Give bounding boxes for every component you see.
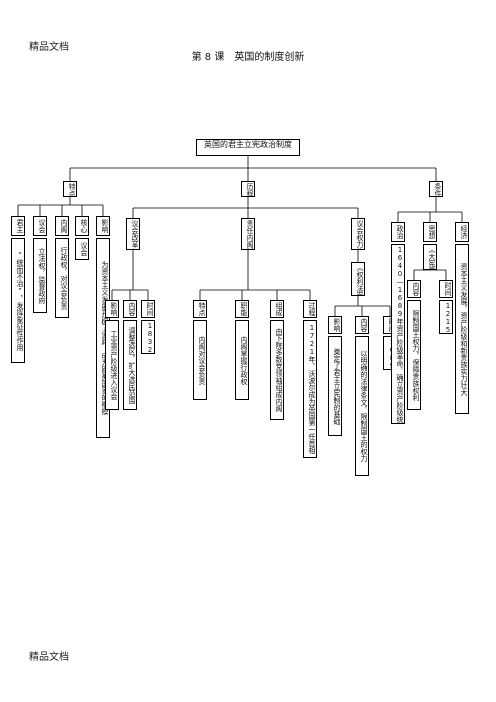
neige-zhineng: 职能 [235, 300, 249, 318]
tedian-neige-note: 行政权，对议会负责 [55, 238, 69, 318]
neige-tedian: 特点 [193, 300, 207, 318]
lishi-yihui: 议会权力的确立 [351, 218, 365, 250]
quanli-effect-v: 奠定了君主立宪制的基础 [328, 336, 342, 436]
tedian-junzhu-note: “统而不治”，发挥象征性作用 [11, 238, 25, 363]
lishi-yigai: 议会改革与选举 [126, 218, 140, 250]
neige-guocheng: 过程 [303, 300, 317, 318]
neige-zucheng: 组成 [270, 300, 284, 318]
gaige-effect-v: 工业资产阶级进入议会 [105, 320, 119, 410]
dxz-node: 《大宪章》 [423, 244, 437, 270]
neige-tedian-v: 内阁对议会负责 [193, 320, 207, 400]
gaige-time-v: 1832年 [141, 320, 155, 354]
watermark-bottom: 精品文档 [29, 652, 69, 663]
tiaojian-zhengzhi-v: 1640—1689年资产阶级革命，确立资产阶级统治 [391, 244, 405, 424]
quanli-fa-an: 《权利法案》 [351, 262, 365, 296]
tiaojian-sixiang: 思想 [423, 222, 437, 242]
tiaojian-jingji: 经济 [455, 222, 469, 242]
gaige-time: 时间 [141, 300, 155, 318]
tedian-hexin: 核心 [75, 216, 89, 236]
tiaojian-zhengzhi: 政治 [391, 222, 405, 242]
page-title: 第 8 课 英国的制度创新 [191, 52, 305, 63]
tedian-yihui: 议会 [33, 216, 47, 236]
lishi-neige: 责任内阁制的形成 [241, 218, 255, 250]
tedian-junzhu: 君主 [11, 216, 25, 236]
quanli-effect: 影响 [328, 316, 342, 334]
dxz-content: 内容 [407, 280, 421, 298]
root-node: 英国的君主立宪政治制度 [196, 139, 300, 156]
tedian-yihui-note: 立法权，监督政府 [33, 238, 47, 313]
quanli-content: 内容 [355, 316, 369, 334]
tedian-hexin-note: 议会 [75, 238, 89, 260]
branch-tedian: 特点 [63, 181, 77, 197]
neige-guocheng-v: 1721年，沃波尔成为英国第一任首相 [303, 320, 317, 458]
neige-zucheng-v: 由下院多数党领袖组成内阁 [270, 320, 284, 420]
dxz-content-v: 限制国王权力，保障贵族权利 [407, 300, 421, 410]
tedian-yingxiang: 影响 [96, 216, 110, 236]
branch-tiaojian: 条件 [429, 181, 443, 197]
branch-lishi: 历程 [241, 181, 255, 197]
dxz-time-v: 1215年 [439, 300, 453, 334]
quanli-content-v: 以明确的法律条文，限制国王的权力 [355, 336, 369, 476]
neige-zhineng-v: 内阁掌握行政权 [235, 320, 249, 400]
tedian-neige: 内阁 [55, 216, 69, 236]
tiaojian-jingji-v: 资本主义发展，资产阶级和新贵族实力壮大 [455, 244, 469, 414]
gaige-content: 内容 [123, 300, 137, 318]
dxz-time: 时间 [439, 280, 453, 298]
watermark-top: 精品文档 [29, 42, 69, 53]
gaige-effect: 影响 [105, 300, 119, 318]
gaige-content-v: 调整选区，扩大选民范围 [123, 320, 137, 410]
